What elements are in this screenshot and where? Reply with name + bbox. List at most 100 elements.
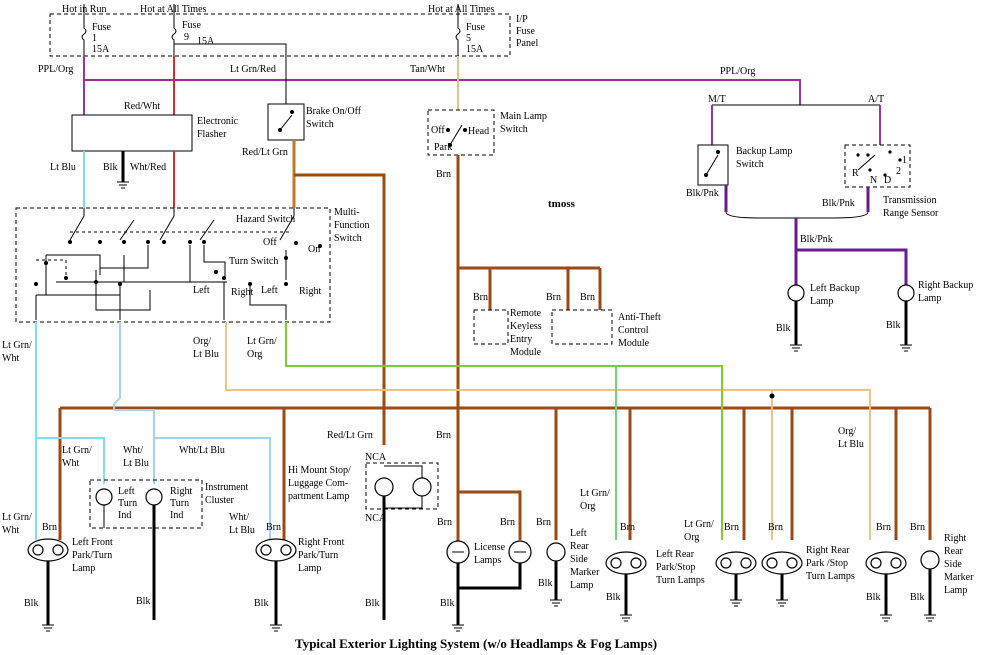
instrument-cluster: Left Turn Ind Right Turn Ind Instrument … [89,479,249,620]
ic-left-1: Left [118,486,135,497]
rf-label-1: Right Front [298,537,345,548]
org-lt-blu-2b: Lt Blu [838,439,864,450]
at-label: A/T [868,94,884,105]
mfs-on-label: On [308,244,320,255]
hot-at-all-times-label-2: Hot at All Times [428,4,495,15]
lic-label-2: Lamps [474,555,501,566]
brn-atc-2-label: Brn [580,292,595,303]
lrp-label-1: Left Rear [656,549,695,560]
wht-lt-blu-1a: Wht/ [123,445,143,456]
mfs-right1-label: Right [231,287,253,298]
lrsm-label-4: Marker [570,567,600,578]
lt-grn-wht-2a: Lt Grn/ [62,445,92,456]
brn-lf-label: Brn [42,522,57,533]
trs-r: R [852,168,859,179]
trs-2: 2 [896,166,901,177]
backup-switch-label-2: Switch [736,159,764,170]
lt-grn-org-2b: Org [580,501,595,512]
lic-label-1: License [474,542,506,553]
fuse5-number: 5 [466,33,471,44]
rrsm-label-5: Lamp [944,585,967,596]
brake-switch-label-2: Switch [306,119,334,130]
lrsm-label-2: Rear [570,541,590,552]
brn-mid-label: Brn [436,430,451,441]
red-wht-label: Red/Wht [124,101,160,112]
fuse-panel-label-1: I/P [516,14,528,25]
trs-1: 1 [902,155,907,166]
brn-lrp-label: Brn [620,522,635,533]
lf-label-2: Park/Turn [72,550,112,561]
mfs-left2-label: Left [261,285,278,296]
org-lt-blu-1b: Lt Blu [193,349,219,360]
rrp-label-1: Right Rear [806,545,850,556]
hot-at-all-times-label-1: Hot at All Times [140,4,207,15]
turn-switch-label: Turn Switch [229,256,278,267]
lt-grn-wht-1a: Lt Grn/ [2,340,32,351]
license-lamps: Brn Brn License Lamps Blk [437,517,532,632]
mfs-off-label: Off [263,237,277,248]
him-label-2: Luggage Com- [288,478,348,489]
left-rear-park-stop-turn-lamps: Lt Grn/ Org Brn Lt Grn/ Org Brn Left Rea… [580,488,757,622]
brn-lic-r-label: Brn [500,517,515,528]
blk-ic-label: Blk [136,596,150,607]
lrsm-label-1: Left [570,528,587,539]
brn-rf-label: Brn [266,522,281,533]
ic-right-3: Ind [170,510,183,521]
mls-head-label: Head [468,126,489,137]
fuse1-amp: 15A [92,44,110,55]
red-lt-grn-mid: Red/Lt Grn [327,430,373,441]
ppl-org-left-label: PPL/Org [38,64,73,75]
wht-red-label: Wht/Red [130,162,166,173]
right-rear-park-stop-turn-lamps: Brn Brn Right Rear Park /Stop Turn Lamps… [761,522,907,622]
fuse1-label: Fuse [92,22,111,33]
hazard-switch-label: Hazard Switch [236,214,295,225]
backup-switch-label-1: Backup Lamp [736,146,792,157]
rke-and-atc-modules: Brn Brn Brn Remote Keyless Entry Module … [458,266,661,358]
blk-lrp-label: Blk [606,592,620,603]
brn-rrsm-label: Brn [910,522,925,533]
brn-main-label: Brn [436,169,451,180]
right-backup-label-1: Right Backup [918,280,973,291]
lf-label-3: Lamp [72,563,95,574]
brn-lrsm-label: Brn [536,517,551,528]
main-lamp-switch: Off Head Park Main Lamp Switch Brn [427,109,547,610]
top-wiring: PPL/Org Lt Grn/Red Tan/Wht PPL/Org Red/W… [38,43,884,145]
lrsm-label-3: Side [570,554,588,565]
lt-grn-org-1a: Lt Grn/ [247,336,277,347]
mls-park-label: Park [434,142,452,153]
ic-label-2: Cluster [205,495,235,506]
nca-bot-label: NCA [365,513,387,524]
wht-lt-blu-2: Wht/Lt Blu [179,445,225,456]
fuse1-symbol [81,4,87,56]
electronic-flasher: Electronic Flasher Lt Blu Blk Wht/Red [50,114,239,208]
ppl-org-right-label: PPL/Org [720,66,755,77]
fuse-panel-label-2: Fuse [516,26,535,37]
fuse1-number: 1 [92,33,97,44]
lt-grn-wht-3b: Wht [2,525,19,536]
fuse9-amp: 15A [197,36,215,47]
flasher-blk-label: Blk [103,162,117,173]
lrp-label-3: Turn Lamps [656,575,705,586]
rrp-label-2: Park /Stop [806,558,848,569]
blk-rb-label: Blk [886,320,900,331]
front-park-turn-lamps: Lt Grn/ Wht Brn Left Front Park/Turn Lam… [2,512,345,632]
trs-label-1: Transmission [883,195,937,206]
blk-rf-label: Blk [254,598,268,609]
blk-pnk-3-label: Blk/Pnk [800,234,833,245]
hi-mount-stop-lamp: NCA NCA Hi Mount Stop/ Luggage Com- part… [288,452,439,620]
blk-lrsm-label: Blk [538,578,552,589]
lt-grn-org-3a: Lt Grn/ [684,519,714,530]
rke-label-2: Keyless [510,321,542,332]
fuse-panel-label-3: Panel [516,38,538,49]
fuse9-symbol [171,4,177,56]
blk-lb-label: Blk [776,323,790,334]
ic-right-1: Right [170,486,192,497]
fuse5-label: Fuse [466,22,485,33]
mfs-label-3: Switch [334,233,362,244]
brn-rrp2-label: Brn [876,522,891,533]
transmission-range-sensor: R N D 2 1 Transmission Range Sensor Blk/… [822,144,939,219]
wht-lt-blu-3b: Lt Blu [229,525,255,536]
blk-rrsm-label: Blk [910,592,924,603]
lf-label-1: Left Front [72,537,113,548]
flasher-label-1: Electronic [197,116,239,127]
